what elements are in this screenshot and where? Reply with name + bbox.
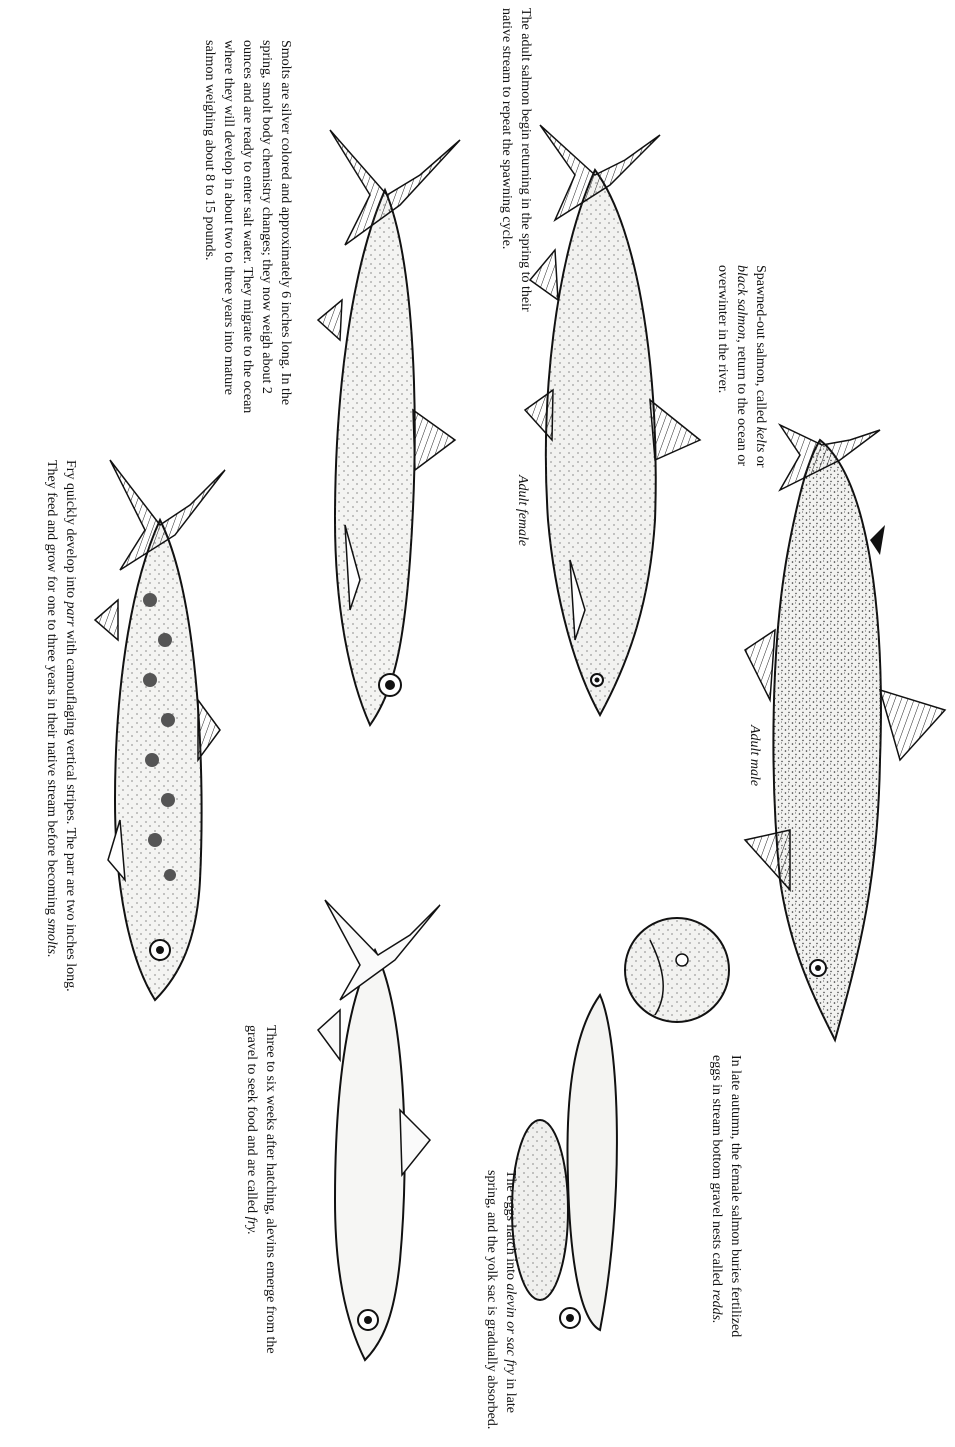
parr-salmon xyxy=(95,460,225,1000)
fry-salmon xyxy=(318,900,440,1360)
caption-fry-parr: Fry quickly develop into parr with camou… xyxy=(42,460,80,1020)
adult-female-salmon xyxy=(525,125,700,715)
label-adult-male: Adult male xyxy=(746,725,762,786)
caption-alevin: The eggs hatch into alevin or sac fry in… xyxy=(482,1170,520,1435)
caption-fry-emerge: Three to six weeks after hatching, alevi… xyxy=(242,1025,280,1375)
alevin-sac-fry xyxy=(512,995,617,1330)
adult-male-salmon xyxy=(745,425,945,1040)
salmon-egg xyxy=(625,918,729,1022)
caption-adult-return: The adult salmon begin returning in the … xyxy=(497,8,535,338)
caption-spawned-out: Spawned-out salmon, called kelts or blac… xyxy=(713,265,770,475)
smolt-salmon xyxy=(318,130,460,725)
caption-smolts: Smolts are silver colored and approximat… xyxy=(200,40,295,420)
caption-late-autumn: In late autumn, the female salmon buries… xyxy=(707,1055,745,1355)
label-adult-female: Adult female xyxy=(514,475,530,546)
